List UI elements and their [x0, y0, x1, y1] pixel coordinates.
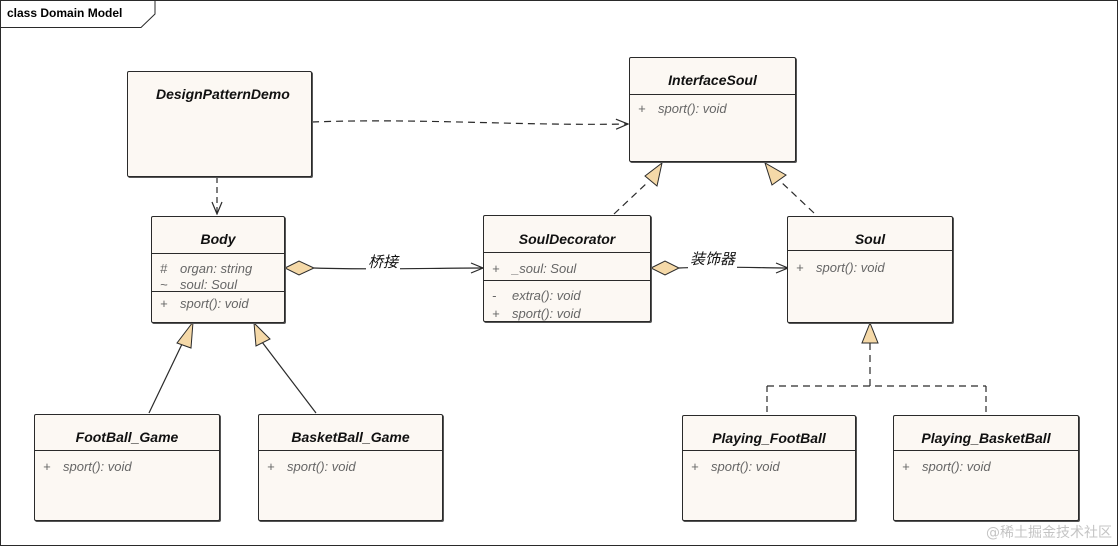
class-body[interactable]: Body # organ: string ~ soul: Soul + spor… — [151, 216, 285, 323]
visibility-marker: + — [691, 459, 699, 474]
attributes-compartment: # organ: string ~ soul: Soul — [152, 253, 284, 293]
generalization-football-body — [148, 341, 184, 414]
frame-title: class Domain Model — [7, 6, 123, 20]
visibility-marker: + — [267, 459, 275, 474]
generalization-arrow-football — [176, 320, 194, 349]
class-name: SoulDecorator — [518, 231, 616, 247]
generalization-arrow-basketball — [253, 321, 271, 347]
methods-compartment: + sport(): void — [894, 450, 1078, 476]
method-row: + sport(): void — [35, 459, 219, 476]
class-designpatterndemo[interactable]: DesignPatternDemo — [127, 71, 312, 177]
realization-arrow-soul — [764, 161, 787, 186]
decorator-label: 装饰器 — [688, 248, 738, 269]
class-basketball-game[interactable]: BasketBall_Game + sport(): void — [258, 414, 443, 521]
attribute-signature: organ: string — [180, 261, 253, 276]
method-row: + sport(): void — [152, 296, 284, 313]
methods-compartment: + sport(): void — [35, 450, 219, 476]
attribute-signature: _soul: Soul — [512, 261, 577, 276]
method-row: + sport(): void — [630, 101, 795, 118]
realization-arrow-souldecorator — [644, 161, 663, 187]
class-playing-football[interactable]: Playing_FootBall + sport(): void — [682, 415, 856, 521]
class-name: Playing_FootBall — [712, 430, 826, 446]
aggregation-diamond-souldecorator — [649, 260, 681, 276]
aggregation-diamond-body — [283, 260, 316, 276]
method-signature: sport(): void — [816, 260, 885, 275]
method-signature: sport(): void — [658, 101, 727, 116]
method-row: + sport(): void — [894, 459, 1078, 476]
class-name: FootBall_Game — [75, 429, 179, 445]
class-name: Soul — [854, 231, 886, 247]
visibility-marker: + — [902, 459, 910, 474]
class-name: Playing_BasketBall — [921, 430, 1051, 446]
visibility-marker: + — [160, 296, 168, 311]
dependency-demo-interfacesoul — [311, 121, 628, 124]
attribute-row: + _soul: Soul — [484, 261, 650, 278]
attribute-signature: soul: Soul — [180, 277, 238, 292]
method-signature: extra(): void — [512, 288, 581, 303]
visibility-marker: + — [43, 459, 51, 474]
realization-souldecorator-interfacesoul — [613, 181, 649, 215]
class-playing-basketball[interactable]: Playing_BasketBall + sport(): void — [893, 415, 1079, 521]
method-row: + sport(): void — [683, 459, 855, 476]
method-signature: sport(): void — [287, 459, 356, 474]
method-row: + sport(): void — [259, 459, 442, 476]
class-name: Body — [200, 231, 236, 247]
attribute-row: # organ: string — [152, 261, 284, 277]
class-name: BasketBall_Game — [291, 429, 410, 445]
realization-soul-interfacesoul — [778, 179, 815, 214]
methods-compartment: + sport(): void — [630, 94, 795, 118]
attributes-compartment: + _soul: Soul — [484, 252, 650, 280]
methods-compartment: + sport(): void — [259, 450, 442, 476]
visibility-marker: # — [160, 261, 168, 276]
class-football-game[interactable]: FootBall_Game + sport(): void — [34, 414, 220, 521]
realization-arrow-playing — [861, 321, 879, 344]
class-souldecorator[interactable]: SoulDecorator + _soul: Soul - extra(): v… — [483, 215, 651, 322]
bridge-label: 桥接 — [366, 251, 401, 272]
visibility-marker: - — [492, 288, 497, 303]
generalization-basketball-body — [261, 341, 317, 414]
visibility-marker: + — [796, 260, 804, 275]
method-signature: sport(): void — [512, 306, 581, 321]
class-name: InterfaceSoul — [668, 72, 757, 88]
visibility-marker: + — [492, 261, 500, 276]
methods-compartment: - extra(): void + sport(): void — [484, 280, 650, 323]
methods-compartment: + sport(): void — [788, 250, 952, 277]
visibility-marker: ~ — [160, 277, 168, 292]
visibility-marker: + — [492, 306, 500, 321]
attribute-row: ~ soul: Soul — [152, 277, 284, 293]
method-row: + sport(): void — [484, 306, 650, 323]
visibility-marker: + — [638, 101, 646, 116]
class-name: DesignPatternDemo — [156, 86, 290, 102]
methods-compartment: + sport(): void — [683, 450, 855, 476]
method-signature: sport(): void — [711, 459, 780, 474]
methods-compartment: + sport(): void — [152, 291, 284, 313]
method-signature: sport(): void — [922, 459, 991, 474]
class-soul[interactable]: Soul + sport(): void — [787, 216, 953, 323]
watermark-text: @稀土掘金技术社区 — [986, 525, 1112, 541]
method-row: - extra(): void — [484, 288, 650, 306]
method-signature: sport(): void — [63, 459, 132, 474]
method-row: + sport(): void — [788, 260, 952, 277]
aggregation-body-souldecorator — [313, 268, 483, 269]
method-signature: sport(): void — [180, 296, 249, 311]
frame-tab: class Domain Model — [1, 1, 156, 27]
class-interfacesoul[interactable]: InterfaceSoul + sport(): void — [629, 57, 796, 162]
